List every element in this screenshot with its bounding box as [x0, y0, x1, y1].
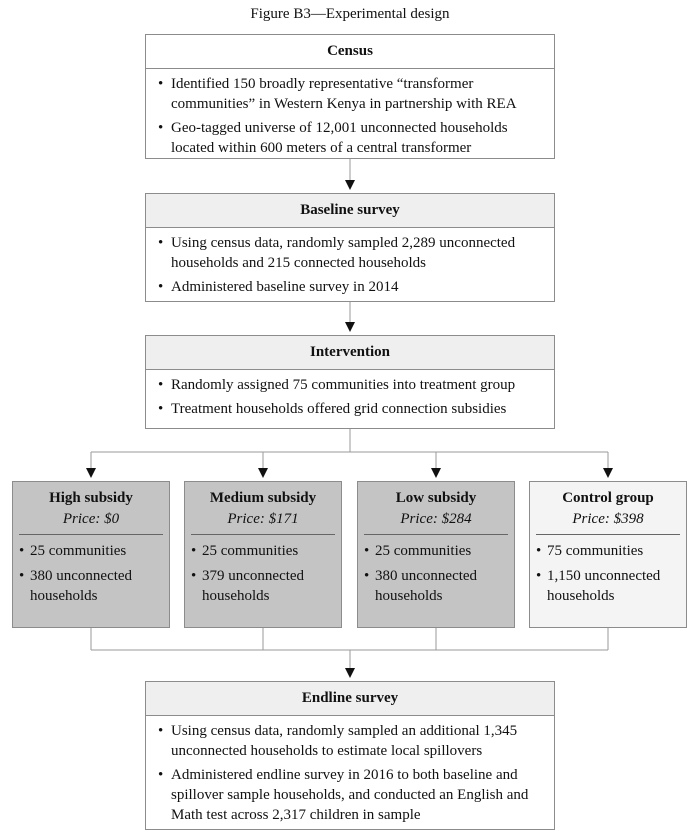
endline-bullet: Using census data, randomly sampled an a…: [156, 721, 544, 761]
arrow-head: [345, 180, 355, 190]
intervention-heading: Intervention: [146, 336, 554, 370]
group-households: 1,150 unconnected households: [536, 566, 680, 606]
group-price: Price: $284: [400, 511, 472, 527]
group-communities: 25 communities: [364, 541, 508, 561]
arrow-head: [431, 468, 441, 478]
endline-heading: Endline survey: [146, 682, 554, 716]
census-box: Census Identified 150 broadly representa…: [145, 34, 555, 159]
group-price: Price: $0: [62, 511, 120, 527]
group-divider: [364, 534, 508, 535]
intervention-bullet: Randomly assigned 75 communities into tr…: [156, 375, 544, 395]
baseline-heading: Baseline survey: [146, 194, 554, 228]
group-communities: 25 communities: [191, 541, 335, 561]
group-price: Price: $398: [572, 511, 644, 527]
baseline-bullet: Administered baseline survey in 2014: [156, 277, 544, 297]
group-heading: Low subsidy: [395, 490, 477, 506]
endline-bullet: Administered endline survey in 2016 to b…: [156, 765, 544, 825]
baseline-bullet: Using census data, randomly sampled 2,28…: [156, 233, 544, 273]
group-divider: [536, 534, 680, 535]
census-heading: Census: [146, 35, 554, 69]
intervention-bullet: Treatment households offered grid connec…: [156, 399, 544, 419]
group-divider: [19, 534, 163, 535]
group-price: Price: $171: [227, 511, 299, 527]
group-communities: 75 communities: [536, 541, 680, 561]
group-heading: Control group: [562, 490, 654, 506]
census-bullet: Identified 150 broadly representative “t…: [156, 74, 544, 114]
group-communities: 25 communities: [19, 541, 163, 561]
census-bullet: Geo-tagged universe of 12,001 unconnecte…: [156, 118, 544, 158]
group-heading: Medium subsidy: [209, 490, 317, 506]
medium-subsidy-box: Medium subsidy Price: $171 25 communitie…: [184, 481, 342, 628]
baseline-box: Baseline survey Using census data, rando…: [145, 193, 555, 302]
arrow-head: [345, 322, 355, 332]
arrow-head: [345, 668, 355, 678]
control-group-box: Control group Price: $398 75 communities…: [529, 481, 687, 628]
endline-box: Endline survey Using census data, random…: [145, 681, 555, 830]
intervention-box: Intervention Randomly assigned 75 commun…: [145, 335, 555, 429]
group-households: 380 unconnected households: [19, 566, 163, 606]
arrow-head: [603, 468, 613, 478]
group-heading: High subsidy: [49, 490, 133, 506]
high-subsidy-box: High subsidy Price: $0 25 communities 38…: [12, 481, 170, 628]
group-households: 379 unconnected households: [191, 566, 335, 606]
group-divider: [191, 534, 335, 535]
arrow-head: [86, 468, 96, 478]
arrow-head: [258, 468, 268, 478]
low-subsidy-box: Low subsidy Price: $284 25 communities 3…: [357, 481, 515, 628]
figure-title: Figure B3—Experimental design: [250, 6, 450, 22]
group-households: 380 unconnected households: [364, 566, 508, 606]
